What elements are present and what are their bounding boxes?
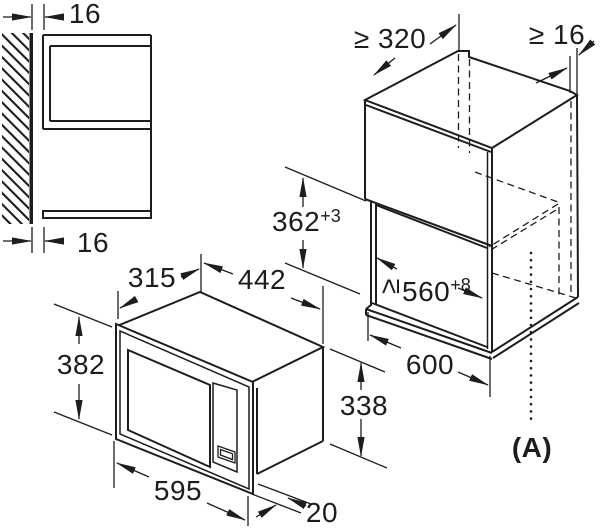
- dim-appliance-depth-label: 315: [128, 262, 176, 293]
- wall-hatch: [2, 33, 29, 224]
- dim-appliance-body-height: 338: [329, 348, 388, 469]
- cabinet-isometric-view: ≥ 320 ≥ 16 362+3 ≥ 560+8: [272, 14, 596, 463]
- dim-cabinet-depth-label: ≥ 320: [354, 23, 426, 54]
- dim-niche-width-prefix: ≥: [374, 278, 405, 294]
- section-reference: (A): [512, 251, 552, 463]
- dim-wall-gap-top-label: 16: [69, 0, 101, 29]
- dim-cabinet-width: 600: [367, 312, 491, 397]
- wall-section-view: 16 16: [2, 0, 152, 258]
- dim-front-overhang-label: 20: [306, 497, 338, 528]
- dim-appliance-front-width-label: 595: [154, 475, 202, 506]
- dim-appliance-front-width: 595: [113, 441, 249, 526]
- dim-appliance-body-width-label: 442: [238, 264, 286, 295]
- section-ref-label: (A): [512, 432, 552, 463]
- dim-cabinet-depth: ≥ 320: [354, 14, 460, 76]
- cabinet-body: [362, 50, 580, 360]
- dim-appliance-depth: 315: [117, 254, 202, 319]
- microwave-body: [115, 290, 326, 496]
- door-frame-inner: [119, 329, 250, 491]
- niche-height-tolerance: +3: [320, 206, 341, 226]
- dim-appliance-body-width: 442: [203, 262, 324, 344]
- dim-front-overhang: 20: [251, 483, 338, 528]
- wall-face-line: [29, 33, 33, 224]
- dim-niche-width-label: 560+8: [402, 275, 471, 307]
- niche-width-tolerance: +8: [450, 275, 471, 295]
- bottom-shelf-section: [42, 210, 152, 219]
- dim-wall-gap-bottom-label: 16: [77, 227, 109, 258]
- microwave-isometric-view: 315 442 382 338: [53, 254, 388, 528]
- display: [217, 445, 236, 464]
- dim-wall-gap-bottom: 16: [3, 227, 109, 258]
- dim-appliance-front-height-label: 382: [57, 349, 105, 380]
- dim-cabinet-width-label: 600: [406, 349, 454, 380]
- door-window: [127, 348, 211, 469]
- cabinet-side-section: [42, 34, 152, 219]
- dim-niche-height: 362+3: [272, 166, 367, 295]
- niche-width-value: 560: [402, 276, 450, 307]
- dim-rear-gap-label: ≥ 16: [529, 19, 585, 50]
- display-inner: [219, 448, 234, 461]
- dim-niche-width: ≥ 560+8: [374, 257, 483, 307]
- cabinet-hidden-edges: [457, 54, 577, 299]
- dim-appliance-body-height-label: 338: [340, 390, 388, 421]
- control-panel: [212, 382, 238, 474]
- dim-appliance-front-height: 382: [53, 303, 113, 436]
- niche-height-value: 362: [272, 206, 320, 237]
- dim-rear-gap: ≥ 16: [529, 19, 596, 94]
- dim-wall-gap-top: 16: [3, 0, 101, 30]
- dim-niche-height-label: 362+3: [272, 206, 341, 237]
